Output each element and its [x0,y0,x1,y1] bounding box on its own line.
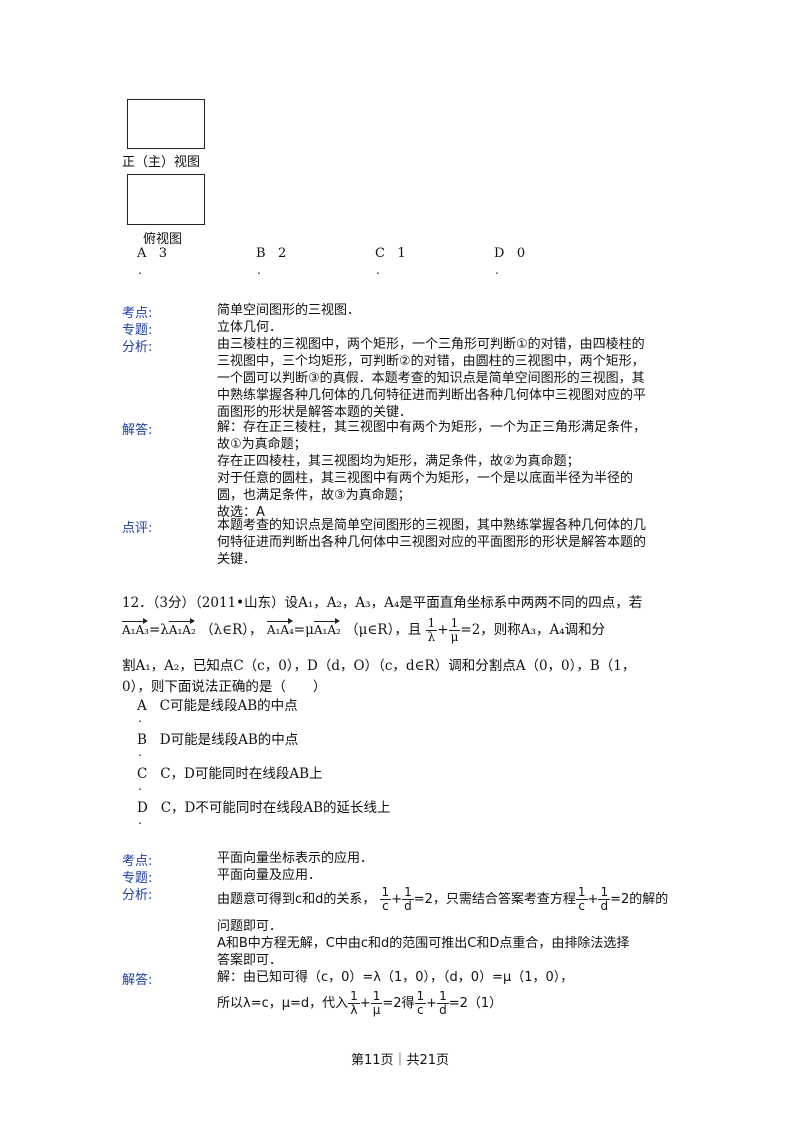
option-dot: . [257,263,261,277]
kaodian-text: 简单空间图形的三视图． [217,303,361,318]
front-view-caption: 正（主）视图 [122,155,201,170]
fenxi-label: 分析: [122,340,153,355]
kaodian-label: 考点: [122,854,153,869]
jieda-text: 解：存在正三棱柱，其三视图中有两个为矩形，一个为正三角形满足条件， 故①为真命题… [217,419,689,521]
option-dot: . [138,779,142,793]
kaodian-label: 考点: [122,306,153,321]
q12-option-a: A C可能是线段AB的中点 [137,694,298,714]
option-dot: . [376,263,380,277]
equals-mu: =μ [293,622,314,638]
option-dot: . [495,263,499,277]
option-letter: D [137,800,148,816]
jieda-line: 解：由已知可得（c，0）=λ（1，0），（d，0）=μ（1，0）， [217,970,574,985]
q11-option-c: C 1 [375,246,406,261]
fenxi-text: 由三棱柱的三视图中，两个矩形，一个三角形可判断①的对错，由四棱柱的 三视图中，三… [217,336,689,421]
equals-lambda: =λ [148,622,169,638]
stem-tail: =2，则称A₃，A₄调和分 [460,622,606,638]
zhuanti-text: 立体几何． [217,320,283,335]
q11-option-b: B 2 [256,246,286,261]
kaodian-text: 平面向量坐标表示的应用． [217,851,374,866]
option-dot: . [138,813,142,827]
jieda-label: 解答: [122,973,153,988]
condition-mu: （μ∈R），且 [345,622,422,638]
option-dot: . [138,711,142,725]
jieda-line: 故选：A [217,505,265,520]
q11-option-d: D 0 [494,246,525,261]
dianping-line: 本题考查的知识点是简单空间图形的三视图，其中熟练掌握各种几何体的几 [217,518,647,533]
option-letter: B [256,246,266,261]
option-letter: C [137,766,148,782]
option-letter: A [137,698,147,714]
q12-option-d: D C，D不可能同时在线段AB的延长线上 [137,796,391,816]
dianping-label: 点评: [122,521,153,536]
option-letter: D [494,246,505,261]
fenxi-line: A和B中方程无解，C中由c和d的范围可推出C和D点重合，由排除法选择 [217,936,630,951]
fenxi-label: 分析: [122,888,153,903]
vector-a1a3: A₁A₃ [122,618,149,637]
vector-a1a4: A₁A₄ [266,618,294,637]
option-text: D可能是线段AB的中点 [159,732,299,748]
option-text: C，D不可能同时在线段AB的延长线上 [160,800,391,816]
jieda-label: 解答: [122,423,153,438]
option-value: 3 [158,246,168,261]
option-value: 0 [516,246,526,261]
zhuanti-label: 专题: [122,323,153,338]
option-letter: C [375,246,385,261]
dianping-line: 关键． [217,552,257,567]
page-footer: 第11页｜共21页 [350,1053,450,1068]
q12-stem-line4: 0），则下面说法正确的是（ ） [122,679,327,695]
option-dot: . [138,263,142,277]
vector-a1a2: A₁A₂ [313,618,341,637]
fenxi-line: 由三棱柱的三视图中，两个矩形，一个三角形可判断①的对错，由四棱柱的 [217,337,645,352]
fenxi-line: 中熟练掌握各种几何体的几何特征进而判断出各种几何体中三视图对应的平 [217,388,647,403]
q12-option-c: C C，D可能同时在线段AB上 [137,762,323,782]
option-letter: A [137,246,147,261]
vector-a1a2: A₁A₂ [168,618,196,637]
jieda-line: 对于任意的圆柱，其三视图中有两个为矩形，一个是以底面半径为半径的 [217,471,634,486]
fenxi-line: 问题即可． [217,919,283,934]
jieda-line: 存在正四棱柱，其三视图均为矩形，满足条件，故②为真命题； [217,454,580,469]
top-view-caption: 俯视图 [143,232,183,247]
fenxi-line: 面图形的形状是解答本题的关键． [217,405,413,420]
zhuanti-text: 平面向量及应用． [217,868,322,883]
q12-stem-line1: 12．（3分）（2011•山东）设A₁，A₂，A₃，A₄是平面直角坐标系中两两不… [122,595,643,611]
front-view-rectangle [127,99,205,149]
option-letter: B [137,732,147,748]
option-dot: . [138,745,142,759]
top-view-rectangle [127,174,205,225]
dianping-line: 何特征进而判断出各种几何体中三视图对应的平面图形的形状是解答本题的 [217,535,647,550]
plus-sign: + [437,622,449,638]
option-text: C，D可能同时在线段AB上 [160,766,323,782]
zhuanti-label: 专题: [122,871,153,886]
q12-option-b: B D可能是线段AB的中点 [137,728,298,748]
q12-stem-line3: 割A₁，A₂，已知点C（c，0），D（d，O）（c，d∈R）调和分割点A（0，0… [122,658,636,674]
jieda-line: 解：存在正三棱柱，其三视图中有两个为矩形，一个为正三角形满足条件， [217,420,647,435]
q11-option-a: A 3 [137,246,167,261]
jieda-line: 圆，也满足条件，故③为真命题； [217,488,411,503]
dianping-text: 本题考查的知识点是简单空间图形的三视图，其中熟练掌握各种几何体的几 何特征进而判… [217,517,689,568]
fenxi-line: 三视图中，三个均矩形，可判断②的对错，由圆柱的三视图中，两个矩形， [217,354,645,369]
fenxi-line: 一个圆可以判断③的真假．本题考查的知识点是简单空间图形的三视图，其 [217,371,645,386]
option-value: 2 [277,246,287,261]
option-text: C可能是线段AB的中点 [159,698,298,714]
condition-lambda: （λ∈R）， [200,622,263,638]
jieda-line: 故①为真命题； [217,437,307,452]
option-value: 1 [397,246,406,261]
fenxi-line: 答案即可． [217,953,283,968]
